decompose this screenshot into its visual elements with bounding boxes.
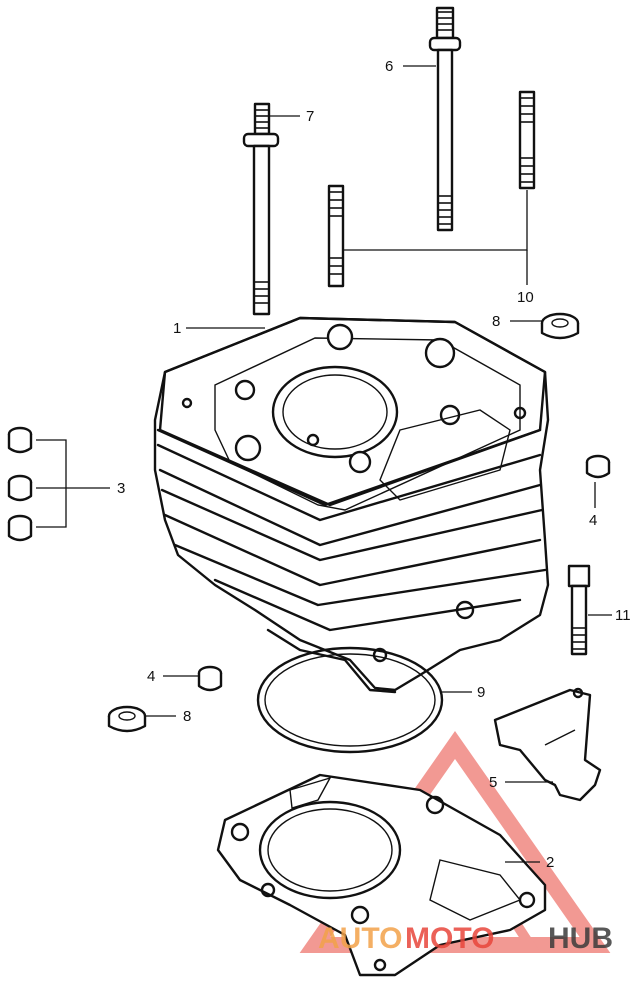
dowel-4-left bbox=[197, 665, 223, 692]
stud-bolt-7 bbox=[242, 102, 280, 316]
dowel-pins-3 bbox=[7, 426, 33, 542]
callout-6: 6 bbox=[385, 58, 393, 75]
stud-10-right bbox=[518, 90, 536, 190]
watermark-hub: HUB bbox=[548, 922, 613, 955]
callout-4-left: 4 bbox=[147, 668, 155, 685]
callout-9: 9 bbox=[477, 684, 485, 701]
watermark-text: AUTO MOTO HUB bbox=[318, 922, 613, 955]
dowel-4-right bbox=[585, 454, 611, 479]
callout-2: 2 bbox=[546, 854, 554, 871]
bracket-5 bbox=[493, 687, 602, 802]
callout-1: 1 bbox=[173, 320, 181, 337]
stud-10-left bbox=[327, 184, 345, 288]
callout-3: 3 bbox=[117, 480, 125, 497]
callout-10: 10 bbox=[517, 289, 534, 306]
callout-8-bottom: 8 bbox=[183, 708, 191, 725]
base-gasket-2 bbox=[216, 773, 547, 977]
callout-5: 5 bbox=[489, 774, 497, 791]
cylinder-block bbox=[153, 316, 550, 694]
o-ring-9 bbox=[256, 646, 444, 754]
callout-7: 7 bbox=[306, 108, 314, 125]
leader-lines bbox=[36, 65, 612, 863]
bolt-11 bbox=[567, 564, 591, 656]
callout-labels: 1 2 3 4 4 5 6 7 8 8 9 10 11 bbox=[117, 58, 631, 871]
callout-4-right: 4 bbox=[589, 512, 597, 529]
seal-8-top bbox=[540, 312, 580, 340]
callout-8-top: 8 bbox=[492, 313, 500, 330]
watermark-moto: MOTO bbox=[405, 922, 494, 955]
stud-bolt-6 bbox=[428, 6, 462, 232]
callout-11: 11 bbox=[615, 607, 631, 624]
seal-8-bottom bbox=[107, 705, 147, 733]
watermark-auto: AUTO bbox=[318, 922, 402, 955]
